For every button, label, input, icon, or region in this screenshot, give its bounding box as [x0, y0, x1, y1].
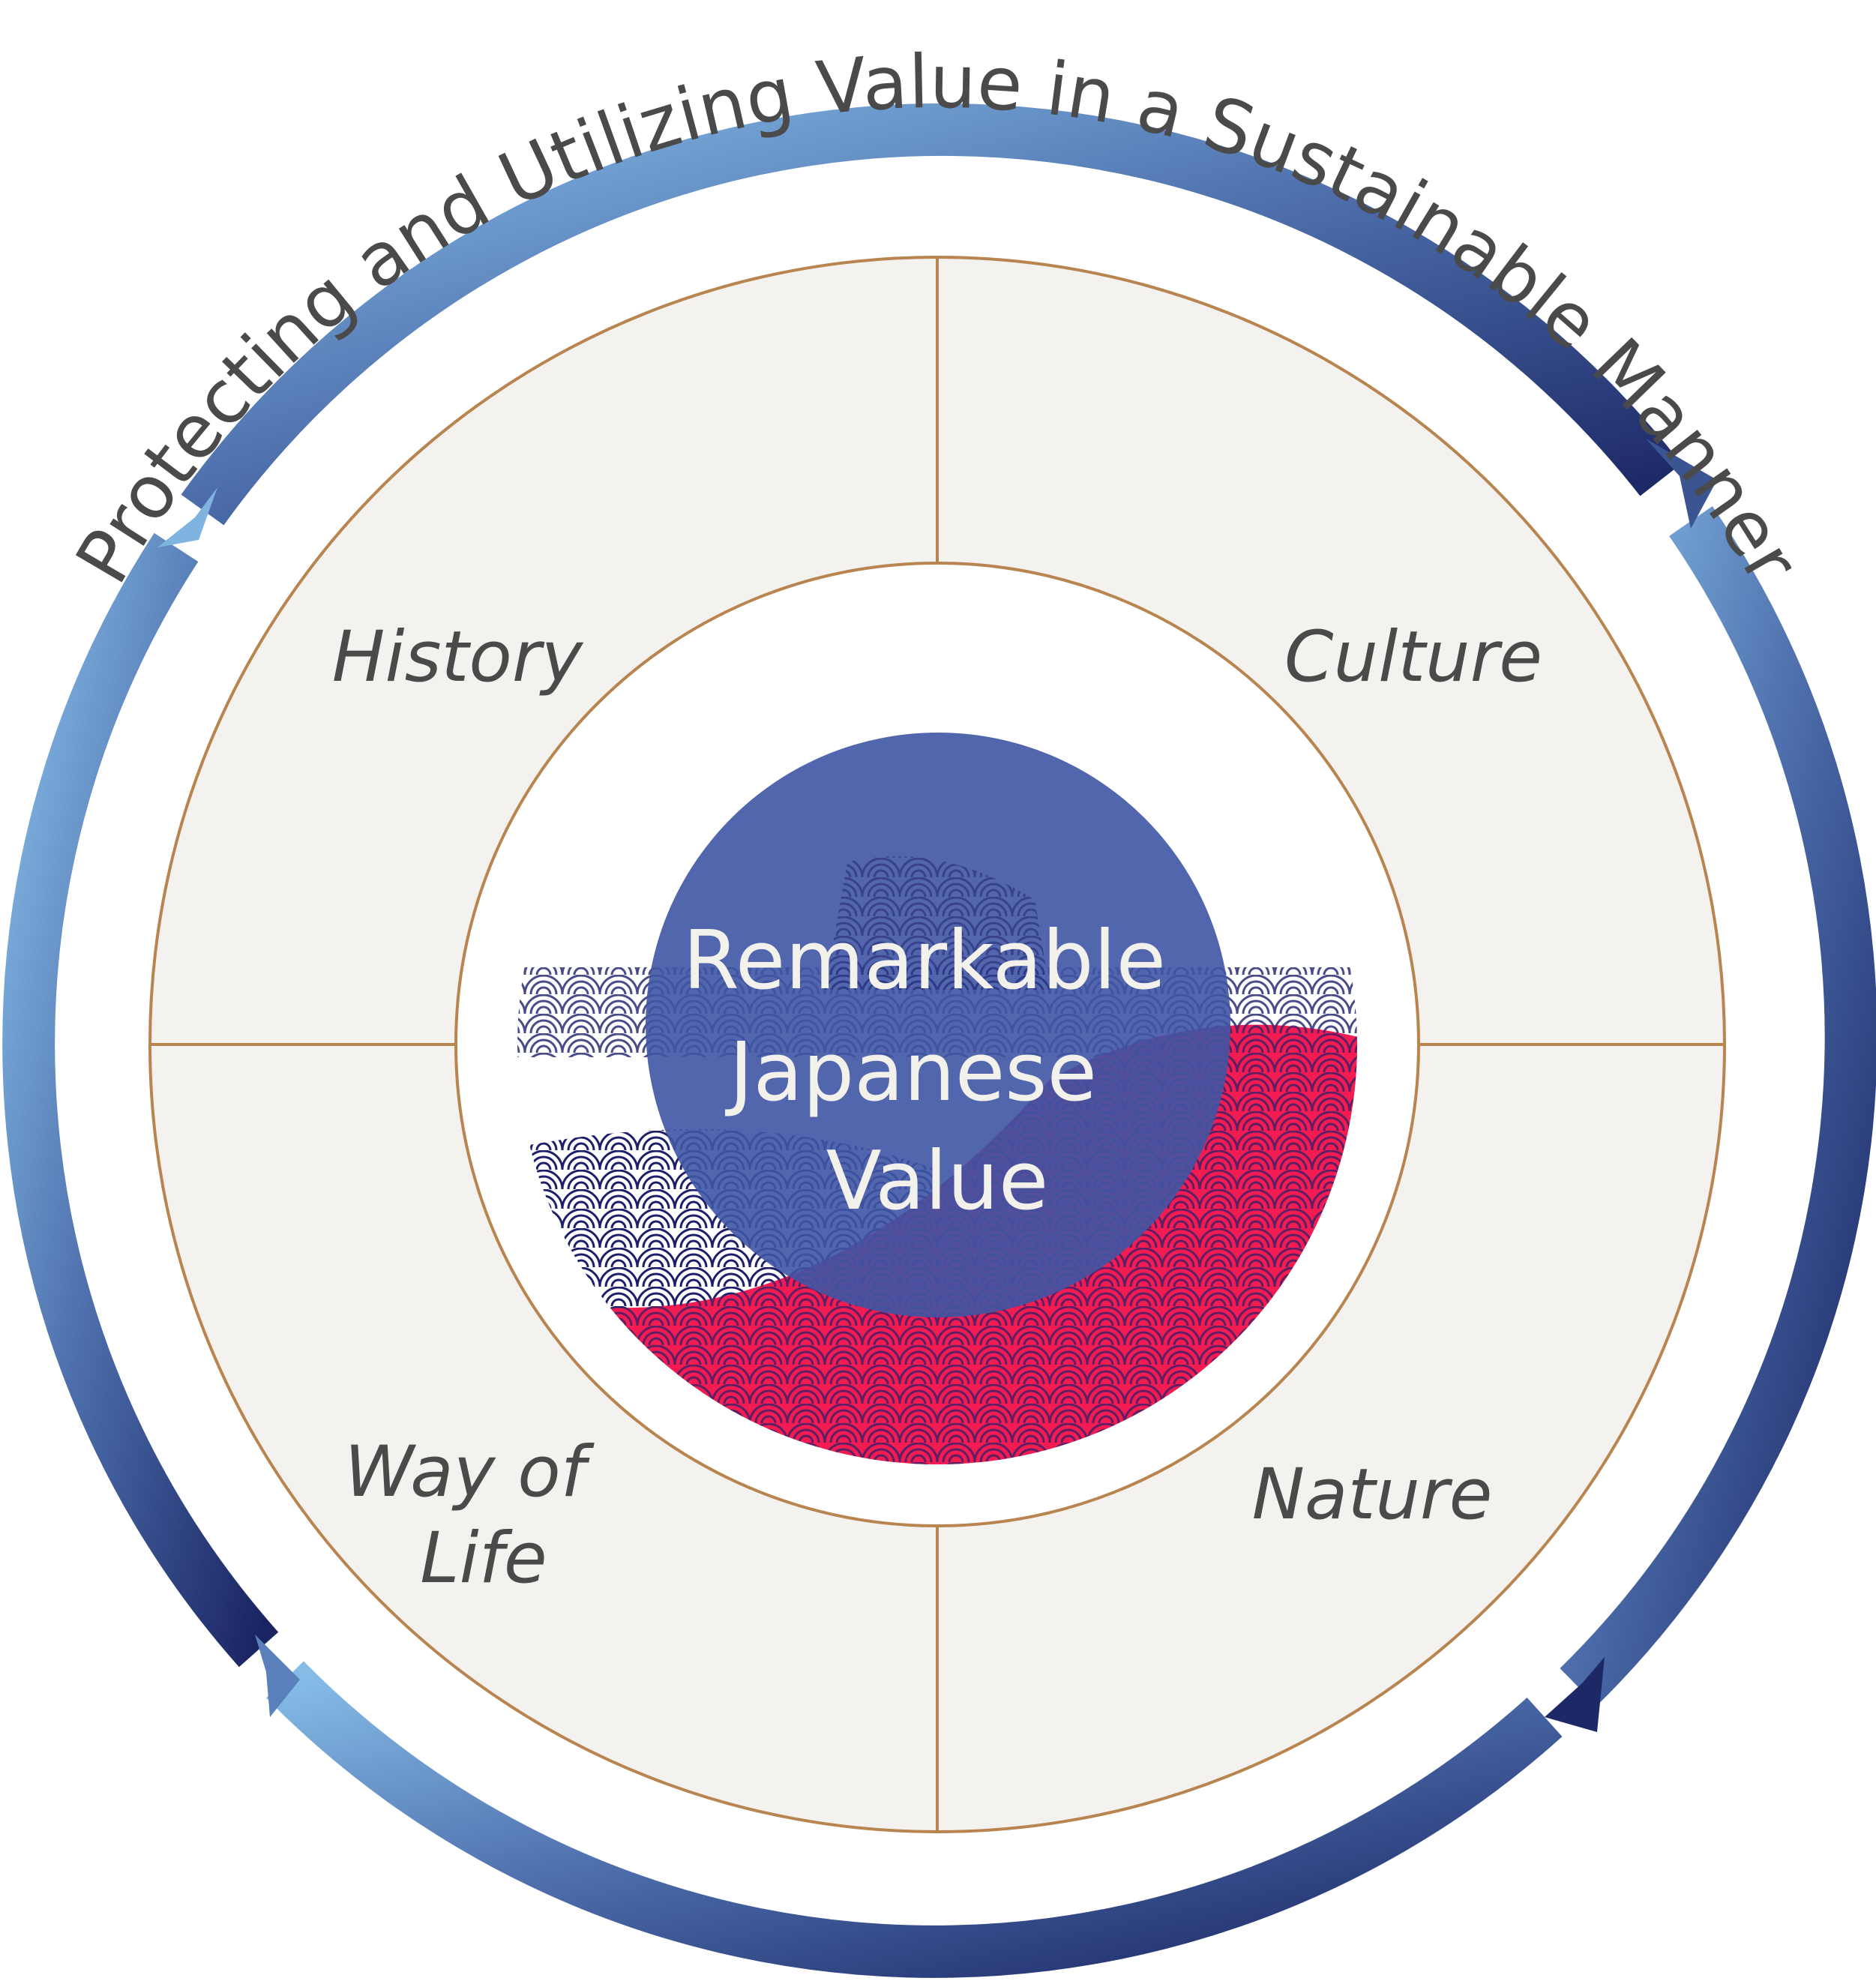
center-line: Remarkable	[683, 914, 1166, 1008]
label-way-of-life: Way of Life	[344, 1431, 607, 1599]
arrowhead-icon	[157, 487, 217, 547]
label-line: Way of	[344, 1431, 594, 1513]
label-history: History	[332, 616, 584, 698]
center-line: Value	[826, 1134, 1049, 1228]
cycle-ring	[2, 103, 1876, 1978]
ring-arc-left	[2, 532, 279, 1668]
arrowhead-icon	[255, 1635, 300, 1717]
center-title: Remarkable Japanese Value	[683, 914, 1192, 1228]
center-circle	[646, 733, 1230, 1317]
arrowhead-icon	[1646, 439, 1717, 529]
ring-arc-top	[181, 103, 1682, 526]
ring-arc-bottom	[266, 1661, 1563, 1978]
label-culture: Culture	[1284, 616, 1542, 698]
label-line: Life	[420, 1518, 547, 1599]
ring-arc-right	[1560, 506, 1876, 1706]
center-line: Japanese	[725, 1026, 1097, 1119]
arrowhead-icon	[1545, 1657, 1605, 1732]
label-nature: Nature	[1252, 1454, 1493, 1536]
